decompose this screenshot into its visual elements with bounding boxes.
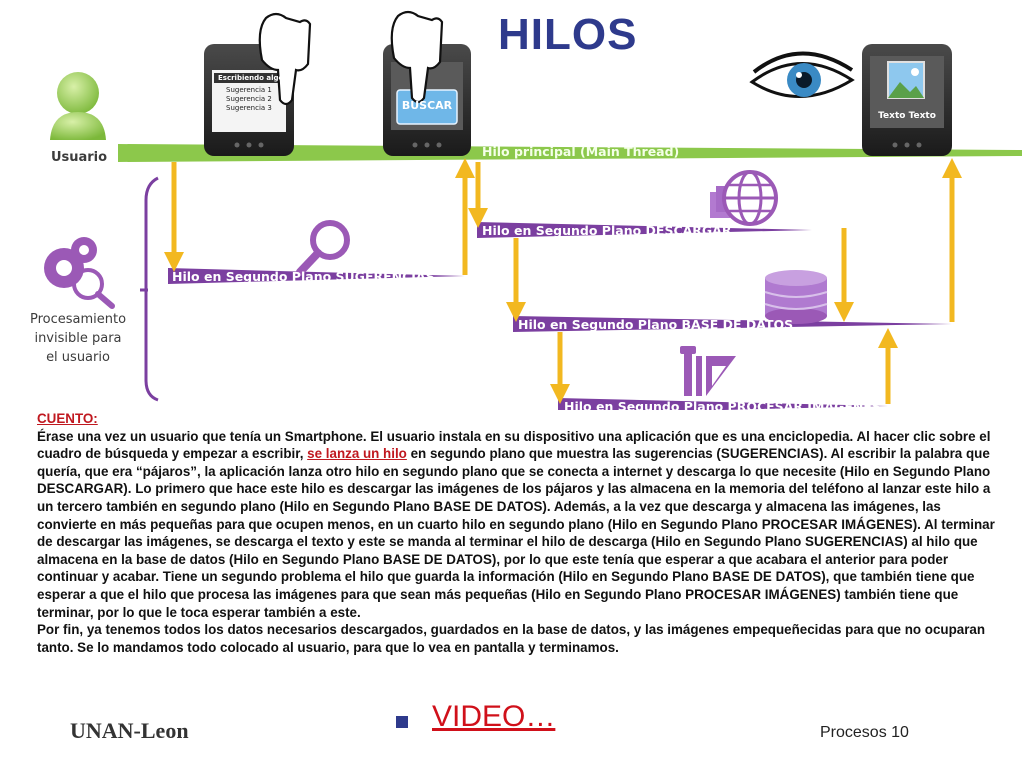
user-label: Usuario [50,150,108,165]
main-thread-band [118,144,1022,162]
thread-band-suggestions [168,268,465,284]
video-link[interactable]: VIDEO… [432,700,556,733]
thread-label-download: Hilo en Segundo Plano DESCARGAR [482,223,732,238]
user-icon [50,72,106,140]
pointing-hand-icon [390,10,444,104]
thread-band-images [558,398,888,410]
database-icon [764,270,828,324]
story-text: CUENTO: Érase una vez un usuario que ten… [37,410,997,656]
thread-label-images: Hilo en Segundo Plano PROCESAR IMÁGENES [564,399,881,414]
search-button[interactable]: BUSCAR [401,99,453,112]
story-paragraph: Érase una vez un usuario que tenía un Sm… [37,428,995,620]
thread-label-suggestions: Hilo en Segundo Plano SUGERENCIAS [172,269,435,284]
magnifier-icon [296,220,350,276]
thread-arrows [164,158,962,404]
gears-icon [44,237,115,309]
page-title: HILOS [498,10,638,59]
thread-band-database [513,316,952,332]
story-paragraph: Por fin, ya tenemos todos los datos nece… [37,622,986,655]
tools-icon [680,346,736,396]
thread-label-main: Hilo principal (Main Thread) [482,144,680,159]
phone-result [862,44,952,156]
processing-label: Procesamiento invisible para el usuario [29,312,127,365]
pointing-hand-icon [258,12,312,106]
thread-band-download [477,222,812,238]
footer-institution: UNAN-Leon [70,718,189,743]
threads-diagram [44,10,1022,410]
suggestion-item: Sugerencia 3 [226,104,272,112]
thread-label-database: Hilo en Segundo Plano BASE DE DATOS [518,317,794,332]
globe-icon [710,170,778,226]
phone-search-header: Escribiendo algo [218,74,284,82]
suggestion-item: Sugerencia 1 [226,86,272,94]
suggestion-item: Sugerencia 2 [226,95,272,103]
story-link[interactable]: se lanza un hilo [307,446,407,462]
result-text: Texto Texto [878,111,936,121]
phone-suggestions [204,44,294,156]
bullet-icon [396,716,408,728]
slide-footer: Procesos 10 [820,724,909,741]
story-heading: CUENTO: [37,411,98,426]
eye-icon [749,51,855,98]
